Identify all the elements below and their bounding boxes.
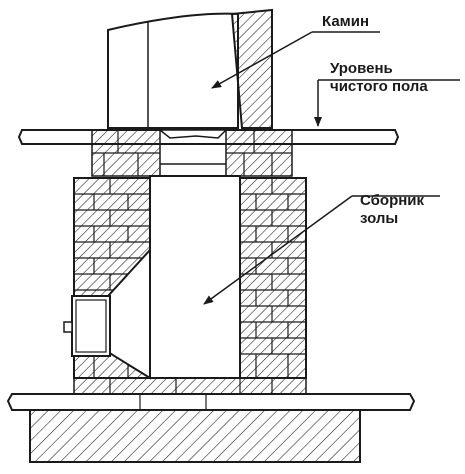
leader-fireplace xyxy=(211,31,380,89)
leader-floor-level xyxy=(314,79,460,127)
fireplace-hatched-wall xyxy=(230,8,273,129)
ash-collector-label-line1: Сборник xyxy=(360,192,425,209)
leader-ash-collector xyxy=(203,195,440,305)
ash-collector-label-line2: золы xyxy=(360,210,399,227)
subfloor-plate xyxy=(6,393,416,411)
foundation xyxy=(29,409,361,463)
floor-level-label-line1: Уровень xyxy=(330,60,393,77)
ash-pit-cavity xyxy=(149,175,241,379)
bottom-brick-course xyxy=(73,377,307,395)
fireplace-label: Камин xyxy=(322,13,370,30)
top-brick-course xyxy=(91,129,293,177)
floor-level-label-line2: чистого пола xyxy=(330,78,428,95)
cleanout-door xyxy=(63,247,151,380)
right-brick-wall xyxy=(239,177,307,379)
fireplace-body xyxy=(107,12,239,129)
